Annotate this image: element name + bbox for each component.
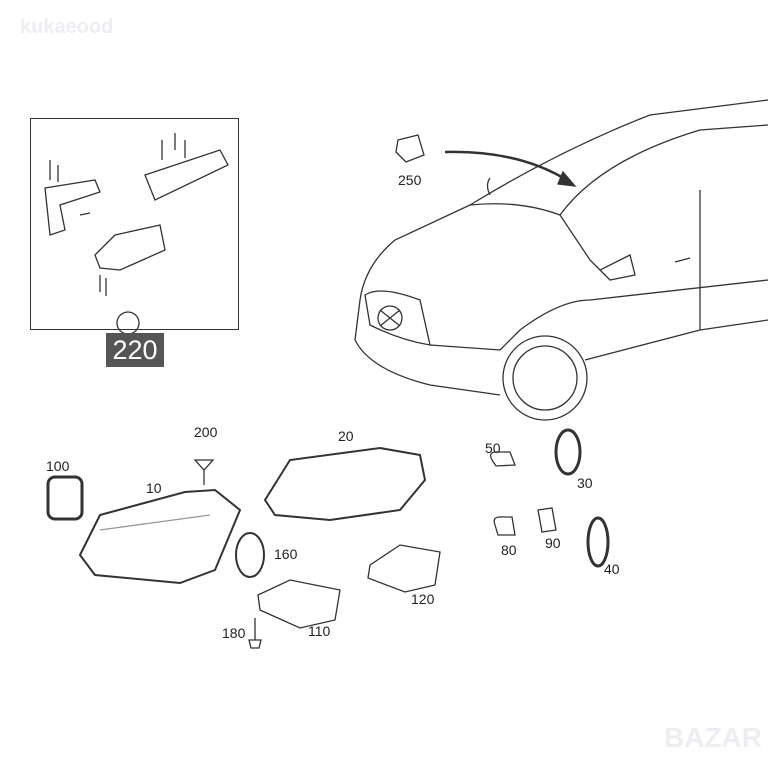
car-outline — [354, 99, 768, 421]
bracket-detail-inset — [30, 118, 239, 330]
callout-120: 120 — [411, 591, 435, 607]
callout-200: 200 — [194, 424, 218, 440]
callout-180: 180 — [222, 625, 246, 641]
callout-160: 160 — [274, 546, 298, 562]
bracket-parts — [44, 133, 229, 296]
watermark-logo: BAZAR — [664, 722, 762, 753]
callout-110: 110 — [308, 623, 331, 639]
callout-80: 80 — [501, 542, 517, 558]
callout-220-badge: 220 — [106, 333, 164, 367]
callout-250: 250 — [398, 172, 422, 188]
watermark-top: kukaeood — [20, 16, 114, 38]
callout-40: 40 — [604, 561, 620, 577]
callout-10: 10 — [146, 480, 162, 496]
callout-90: 90 — [545, 535, 561, 551]
callout-30: 30 — [577, 475, 593, 491]
callout-100: 100 — [46, 458, 70, 474]
callout-20: 20 — [338, 428, 354, 444]
callout-50: 50 — [485, 440, 501, 456]
